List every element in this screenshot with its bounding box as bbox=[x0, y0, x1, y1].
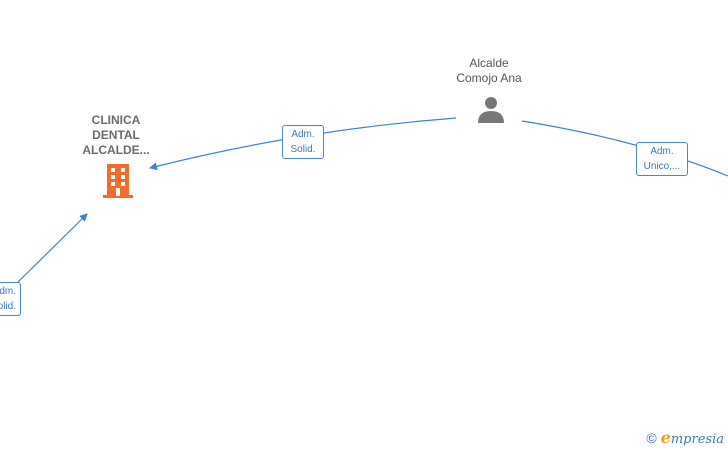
edge-label-line2: Unico,... bbox=[643, 161, 681, 172]
edge-offscreen-to-company bbox=[13, 213, 88, 287]
person-icon[interactable] bbox=[477, 95, 505, 123]
footer-watermark: © empresia bbox=[646, 428, 724, 447]
company-name-line3: ALCALDE... bbox=[82, 143, 150, 157]
edge-label-line1: Adm. bbox=[0, 286, 16, 297]
brand-logo-e: e bbox=[660, 428, 671, 447]
brand-logo-text: mpresia bbox=[670, 432, 724, 447]
edge-label-adm-solid-left[interactable]: Adm. Solid. bbox=[0, 282, 21, 316]
edge-person-to-offscreen bbox=[521, 120, 728, 177]
edge-label-line2: Solid. bbox=[0, 301, 16, 312]
company-node-label: CLINICA DENTAL ALCALDE... bbox=[66, 113, 166, 158]
building-icon[interactable] bbox=[102, 164, 134, 198]
edge-label-line1: Adm. bbox=[650, 146, 674, 157]
person-name-line2: Comojo Ana bbox=[456, 71, 522, 85]
copyright-symbol: © bbox=[646, 429, 657, 446]
edge-label-line2: Solid. bbox=[290, 144, 316, 155]
brand-logo: empresia bbox=[661, 428, 724, 447]
edge-label-adm-solid[interactable]: Adm. Solid. bbox=[282, 125, 324, 159]
person-node-label: Alcalde Comojo Ana bbox=[430, 56, 548, 86]
company-name-line2: DENTAL bbox=[92, 128, 140, 142]
edge-label-adm-unico[interactable]: Adm. Unico,... bbox=[636, 142, 688, 176]
edge-label-line1: Adm. bbox=[291, 129, 315, 140]
company-name-line1: CLINICA bbox=[91, 113, 141, 127]
person-name-line1: Alcalde bbox=[469, 56, 509, 70]
